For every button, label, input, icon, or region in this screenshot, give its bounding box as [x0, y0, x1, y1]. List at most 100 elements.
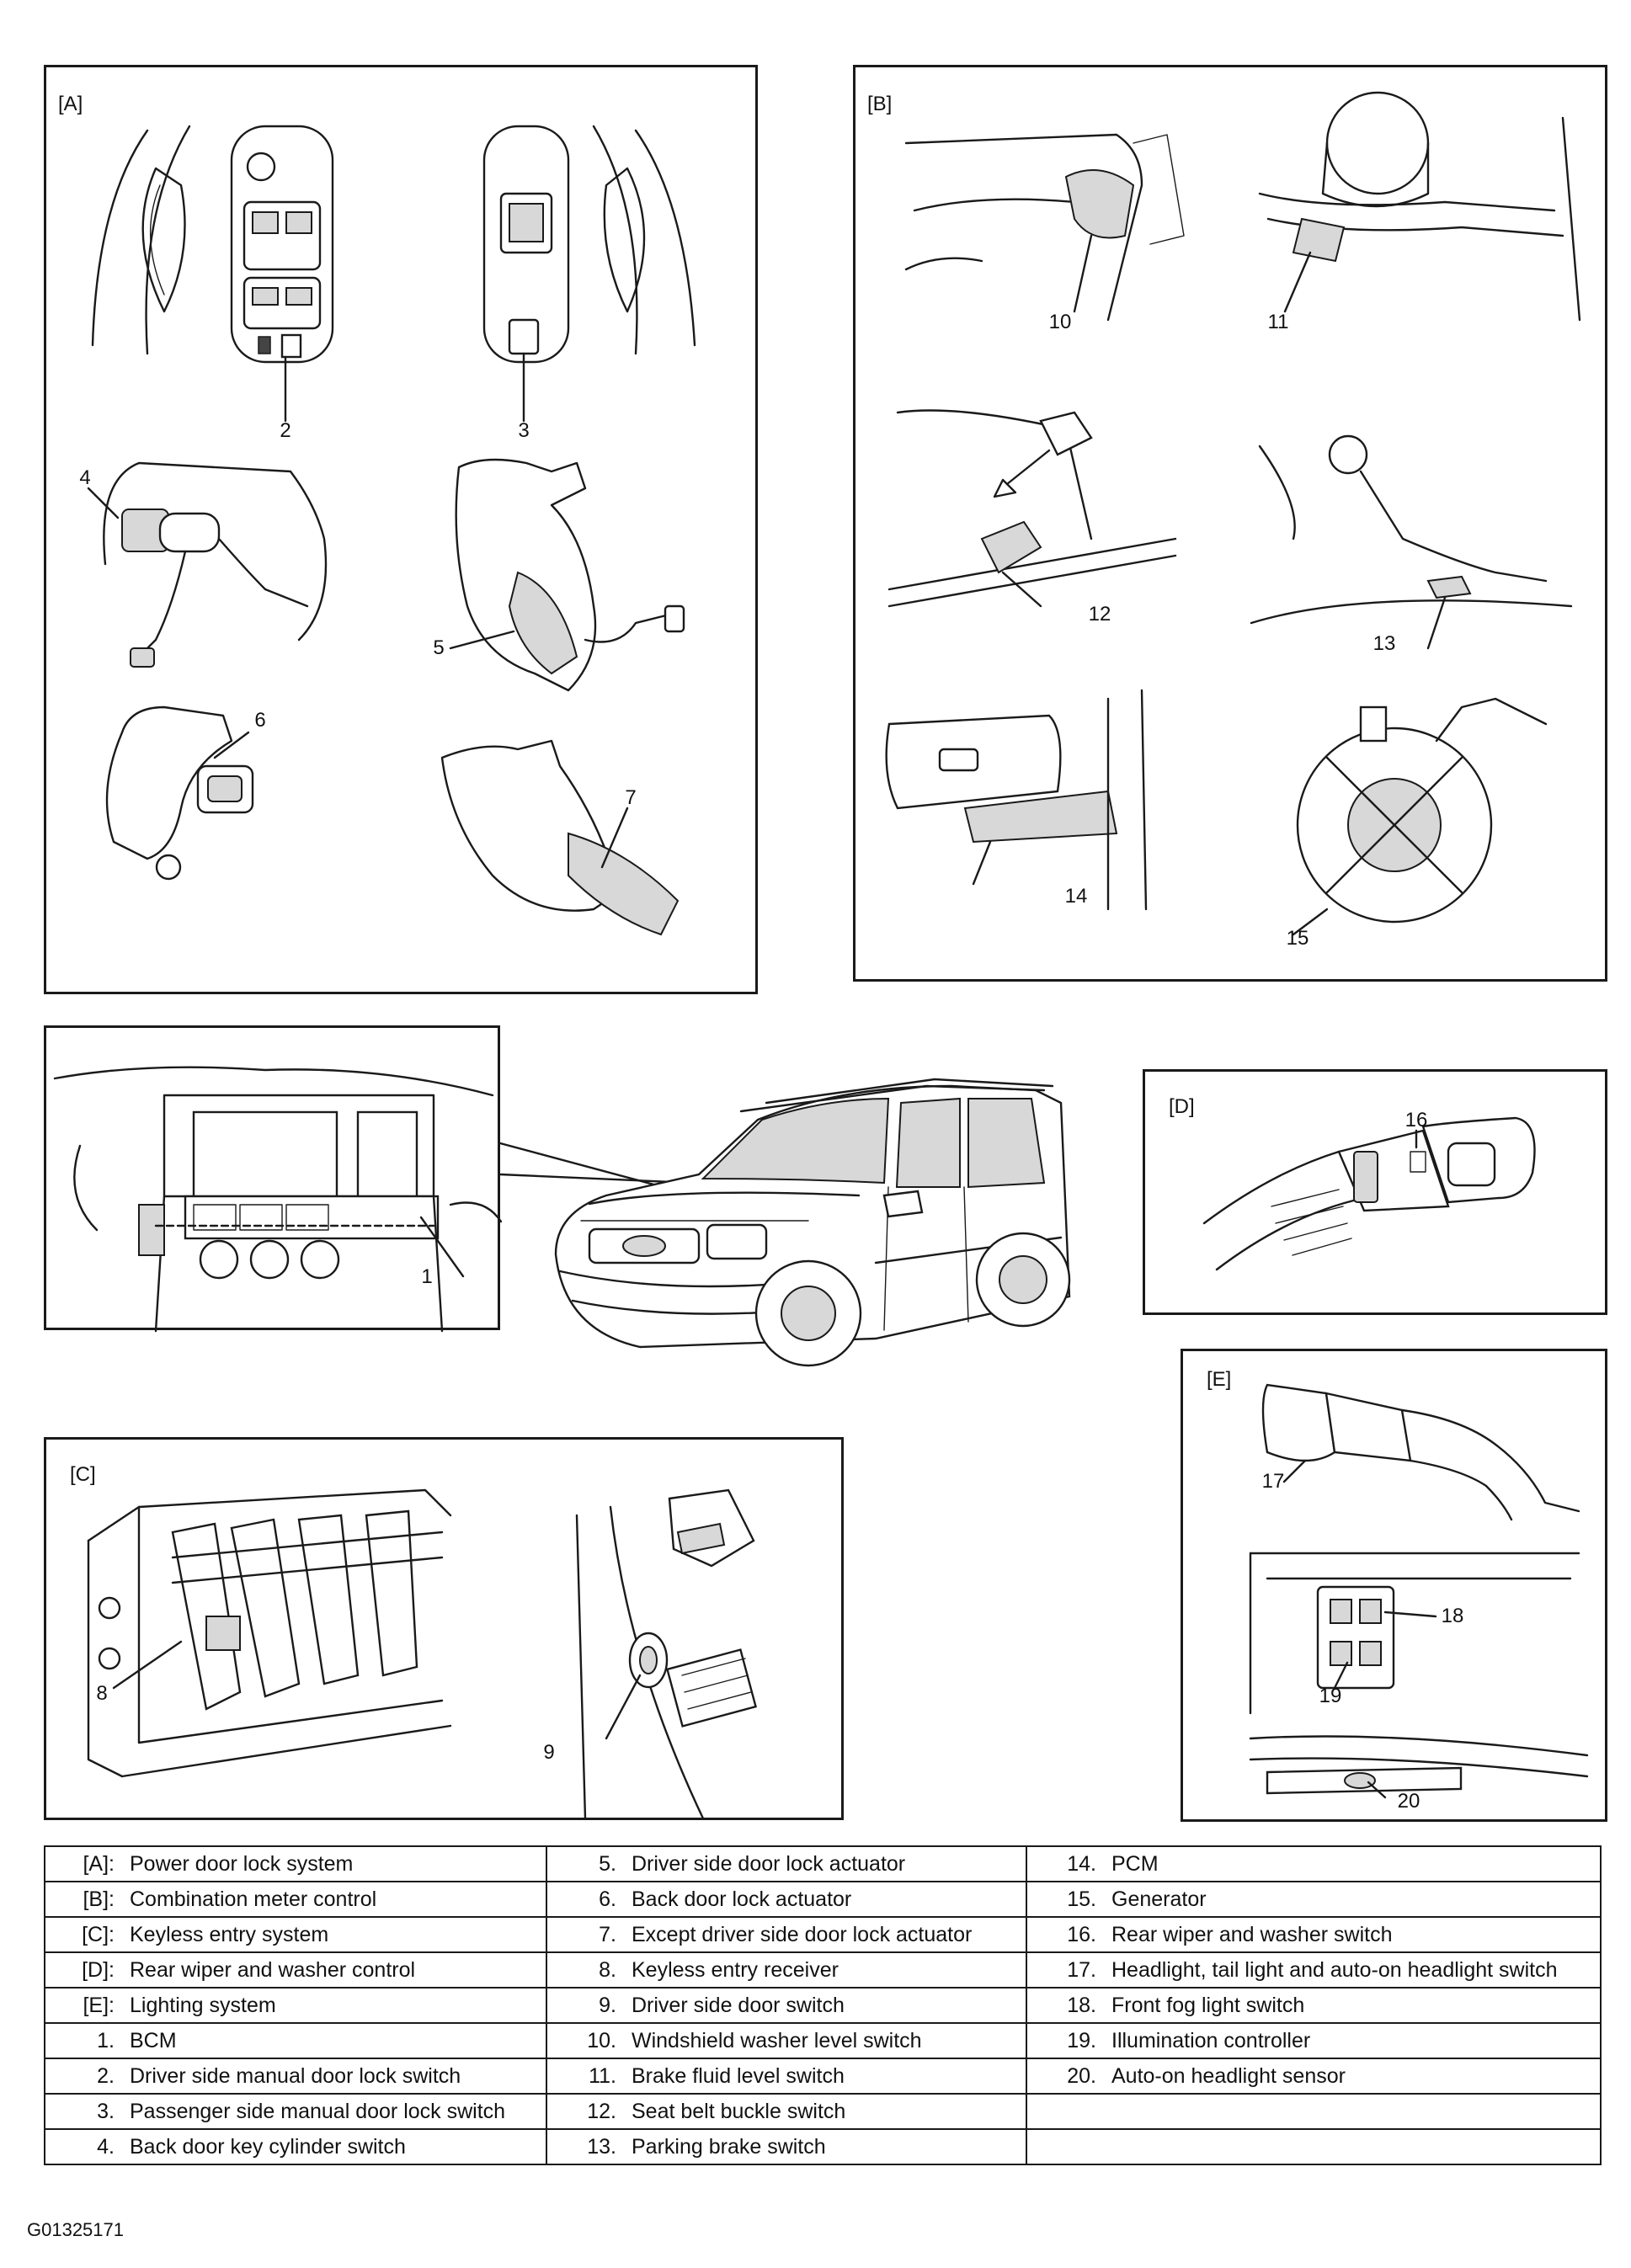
- legend-code: 7.: [599, 1922, 616, 1946]
- legend-text: Driver side manual door lock switch: [130, 2063, 461, 2088]
- legend-cell: [B]:Combination meter control: [44, 1881, 547, 1918]
- legend-text: Illumination controller: [1111, 2028, 1311, 2052]
- callout-15: 15: [1286, 927, 1309, 950]
- legend-code: 11.: [589, 2063, 616, 2088]
- panel-b-tag: [B]: [867, 93, 893, 115]
- panel-dashboard-bcm: 1: [44, 1025, 503, 1333]
- legend-code: 2.: [97, 2063, 115, 2088]
- legend-row: [A]: Power door lock system 5. Driver side …: [44, 1845, 1602, 1882]
- callout-9: 9: [543, 1741, 555, 1764]
- legend-code: 1.: [97, 2028, 115, 2052]
- panel-e-tag: [E]: [1207, 1368, 1232, 1391]
- legend-text: Passenger side manual door lock switch: [130, 2099, 506, 2123]
- legend-row: 3. Passenger side manual door lock switch…: [44, 2093, 1602, 2130]
- callout-7: 7: [625, 786, 637, 809]
- panel-a-power-door-lock: [A]: [44, 65, 758, 994]
- panel-d-illustration: [1202, 1116, 1536, 1271]
- legend-row: 2. Driver side manual door lock switch 11.…: [44, 2058, 1602, 2095]
- callout-8: 8: [96, 1682, 108, 1705]
- legend-code: 18.: [1067, 1993, 1096, 2017]
- legend-cell: [C]:Keyless entry system: [44, 1916, 547, 1953]
- legend-code: 8.: [599, 1957, 616, 1982]
- legend-text: Headlight, tail light and auto-on headli…: [1111, 1957, 1558, 1982]
- legend-code: 14.: [1067, 1851, 1096, 1876]
- panel-a-tag: [A]: [58, 93, 83, 115]
- legend-text: Power door lock system: [130, 1851, 354, 1876]
- panel-d-tag: [D]: [1169, 1095, 1195, 1118]
- legend-code: 15.: [1067, 1887, 1096, 1911]
- legend-cell: [A]: Power door lock system: [44, 1845, 547, 1882]
- callout-12: 12: [1088, 603, 1111, 626]
- callout-13: 13: [1372, 632, 1396, 655]
- panel-c-illustrations: [87, 1488, 757, 1820]
- callout-17: 17: [1261, 1470, 1285, 1493]
- callout-2: 2: [280, 419, 291, 442]
- callout-5: 5: [433, 636, 445, 659]
- callout-20: 20: [1397, 1790, 1420, 1813]
- legend-text: Auto-on headlight sensor: [1111, 2063, 1346, 2088]
- legend-code: [A]:: [83, 1851, 115, 1876]
- legend-code: [D]:: [82, 1957, 115, 1982]
- legend-code: 3.: [97, 2099, 115, 2123]
- legend-code: 10.: [587, 2028, 616, 2052]
- legend-code: 16.: [1067, 1922, 1096, 1946]
- callout-19: 19: [1319, 1685, 1342, 1707]
- callout-18: 18: [1441, 1605, 1464, 1627]
- legend-code: 13.: [587, 2134, 616, 2159]
- legend-code: [E]:: [83, 1993, 115, 2017]
- dashboard-illustration: [53, 1066, 503, 1333]
- legend-code: [C]:: [82, 1922, 115, 1946]
- legend-cell: 8.Keyless entry receiver: [546, 1951, 1027, 1988]
- legend-cell: [1026, 2093, 1602, 2130]
- legend-text: Brake fluid level switch: [632, 2063, 845, 2088]
- legend-table: [A]: Power door lock system 5. Driver side …: [44, 1845, 1602, 2165]
- legend-cell: 12. Seat belt buckle switch: [546, 2093, 1027, 2130]
- legend-cell: 15. Generator: [1026, 1881, 1602, 1918]
- panel-b-combination-meter: [B]: [853, 65, 1607, 982]
- callout-6: 6: [254, 709, 266, 732]
- legend-text: Seat belt buckle switch: [632, 2099, 846, 2123]
- legend-text: Rear wiper and washer switch: [1111, 1922, 1393, 1946]
- legend-text: Rear wiper and washer control: [130, 1957, 416, 1982]
- legend-text: Generator: [1111, 1887, 1207, 1911]
- legend-cell: [1026, 2128, 1602, 2165]
- legend-text: Driver side door switch: [632, 1993, 845, 2017]
- callout-4: 4: [79, 466, 91, 489]
- legend-text: Lighting system: [130, 1993, 276, 2017]
- legend-text: Back door key cylinder switch: [130, 2134, 406, 2159]
- legend-cell: 17. Headlight, tail light and auto-on hea…: [1026, 1951, 1602, 1988]
- legend-text: Back door lock actuator: [632, 1887, 852, 1911]
- legend-code: 20.: [1067, 2063, 1096, 2088]
- legend-cell: [D]: Rear wiper and washer control: [44, 1951, 547, 1988]
- callout-10: 10: [1048, 311, 1072, 333]
- legend-code: 17.: [1067, 1957, 1096, 1982]
- legend-code: 19.: [1067, 2028, 1096, 2052]
- legend-cell: 7.Except driver side door lock actuator: [546, 1916, 1027, 1953]
- legend-code: 5.: [599, 1851, 616, 1876]
- legend-text: PCM: [1111, 1851, 1159, 1876]
- legend-row: [B]:Combination meter control 6. Back door…: [44, 1881, 1602, 1918]
- legend-text: Windshield washer level switch: [632, 2028, 922, 2052]
- callout-3: 3: [518, 419, 530, 442]
- legend-code: 12.: [587, 2099, 616, 2123]
- legend-cell: 14. PCM: [1026, 1845, 1602, 1882]
- legend-cell: 18.Front fog light switch: [1026, 1987, 1602, 2024]
- callout-14: 14: [1064, 885, 1088, 908]
- legend-code: 6.: [599, 1887, 616, 1911]
- callout-16: 16: [1404, 1109, 1428, 1131]
- legend-cell: 3. Passenger side manual door lock switch: [44, 2093, 547, 2130]
- panel-e-illustrations: [1249, 1383, 1589, 1799]
- panel-c-tag: [C]: [70, 1463, 96, 1486]
- figure-id: G01325171: [27, 2219, 124, 2240]
- legend-body: [A]: Power door lock system 5. Driver side …: [44, 1845, 1602, 2165]
- legend-code: 4.: [97, 2134, 115, 2159]
- legend-cell: 16. Rear wiper and washer switch: [1026, 1916, 1602, 1953]
- legend-cell: 6. Back door lock actuator: [546, 1881, 1027, 1918]
- callout-1: 1: [421, 1265, 433, 1288]
- legend-cell: 20. Auto-on headlight sensor: [1026, 2058, 1602, 2095]
- legend-text: Driver side door lock actuator: [632, 1851, 906, 1876]
